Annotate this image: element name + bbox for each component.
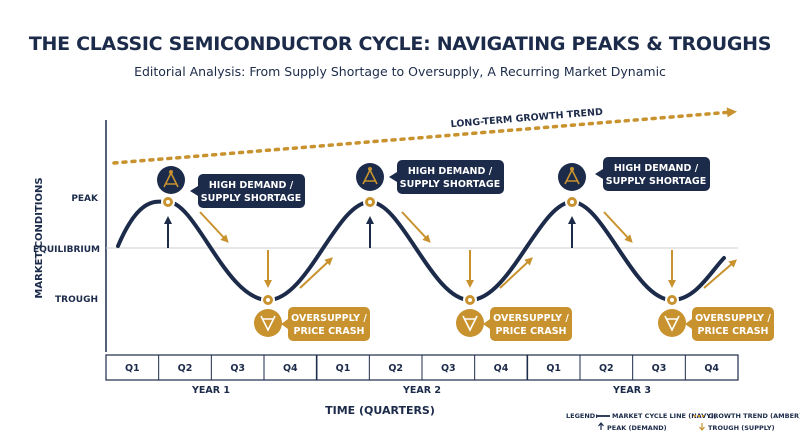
trough-callout-year1: OVERSUPPLY / PRICE CRASH	[281, 307, 370, 341]
quarter-table: Q1 Q2 Q3 Q4 Q1 Q2 Q3 Q4 Q1 Q2 Q3 Q4	[105, 354, 739, 381]
trend-label: LONG-TERM GROWTH TREND	[450, 107, 603, 130]
trough-callout-line1: OVERSUPPLY /	[493, 313, 569, 324]
peak-callout-year2: HIGH DEMAND / SUPPLY SHORTAGE	[389, 160, 504, 194]
quarter-cell: Q1	[125, 363, 140, 374]
peak-callout-line1: HIGH DEMAND /	[209, 180, 294, 191]
quarter-cell: Q4	[283, 363, 298, 374]
peak-callout-line2: SUPPLY SHORTAGE	[400, 179, 500, 190]
legend: LEGEND: MARKET CYCLE LINE (NAVY), GROWTH…	[566, 412, 800, 432]
peak-callout-year1: HIGH DEMAND / SUPPLY SHORTAGE	[190, 174, 305, 208]
trough-marker-year3	[658, 250, 686, 337]
peak-marker-year3	[558, 163, 586, 248]
legend-peak-label: PEAK (DEMAND)	[607, 424, 667, 432]
decline-arrow-3	[603, 211, 633, 243]
legend-trend-label: GROWTH TREND (AMBER),	[708, 412, 800, 420]
trough-callout-year2: OVERSUPPLY / PRICE CRASH	[483, 307, 572, 341]
year-label-2: YEAR 2	[402, 385, 441, 396]
trough-callout-line1: OVERSUPPLY /	[695, 313, 771, 324]
quarter-cell: Q1	[336, 363, 351, 374]
level-trough: TROUGH	[55, 295, 98, 305]
recovery-arrow-2	[499, 257, 533, 289]
quarter-cell: Q3	[441, 363, 456, 374]
decline-arrow-2	[401, 211, 431, 243]
quarter-cell: Q4	[494, 363, 509, 374]
peak-marker-year1	[157, 166, 185, 248]
quarter-cells: Q1 Q2 Q3 Q4 Q1 Q2 Q3 Q4 Q1 Q2 Q3 Q4	[125, 355, 719, 380]
quarter-cell: Q4	[704, 363, 719, 374]
trough-callout-line2: PRICE CRASH	[495, 326, 566, 337]
trough-callout-line1: OVERSUPPLY /	[291, 313, 367, 324]
quarter-cell: Q1	[546, 363, 561, 374]
trough-marker-year1	[254, 250, 282, 337]
trough-marker-year2	[456, 250, 484, 337]
legend-peak-arrow-icon	[598, 422, 604, 430]
page-subtitle: Editorial Analysis: From Supply Shortage…	[134, 64, 666, 79]
growth-trend-line	[112, 107, 737, 165]
recovery-arrow-3	[703, 259, 738, 289]
peak-callout-line2: SUPPLY SHORTAGE	[201, 193, 301, 204]
peak-callout-line1: HIGH DEMAND /	[614, 163, 699, 174]
page-title: THE CLASSIC SEMICONDUCTOR CYCLE: NAVIGAT…	[28, 33, 772, 55]
legend-trough-arrow-icon	[699, 423, 705, 431]
quarter-cell: Q3	[652, 363, 667, 374]
market-cycle-line	[116, 199, 726, 303]
peak-marker-year2	[356, 163, 384, 248]
quarter-cell: Q2	[599, 363, 614, 374]
y-axis-title: MARKET CONDITIONS	[34, 177, 45, 298]
legend-cycle-label: MARKET CYCLE LINE (NAVY),	[612, 412, 716, 420]
legend-trough-label: TROUGH (SUPPLY)	[708, 424, 775, 432]
decline-arrow-1	[199, 211, 229, 243]
x-axis-title: TIME (QUARTERS)	[325, 404, 435, 417]
year-label-1: YEAR 1	[191, 385, 230, 396]
quarter-cell: Q3	[230, 363, 245, 374]
legend-title: LEGEND:	[566, 412, 598, 420]
level-peak: PEAK	[71, 194, 99, 204]
quarter-cell: Q2	[178, 363, 193, 374]
trough-callout-year3: OVERSUPPLY / PRICE CRASH	[685, 307, 774, 341]
trough-callout-line2: PRICE CRASH	[293, 326, 364, 337]
year-label-3: YEAR 3	[612, 385, 651, 396]
level-equilibrium: EQUILIBRIUM	[33, 245, 100, 255]
recovery-arrow-1	[299, 257, 333, 289]
peak-callout-year3: HIGH DEMAND / SUPPLY SHORTAGE	[595, 157, 710, 191]
quarter-cell: Q2	[388, 363, 403, 374]
peak-callout-line2: SUPPLY SHORTAGE	[606, 176, 706, 187]
peak-callout-line1: HIGH DEMAND /	[408, 166, 493, 177]
trough-callout-line2: PRICE CRASH	[697, 326, 768, 337]
